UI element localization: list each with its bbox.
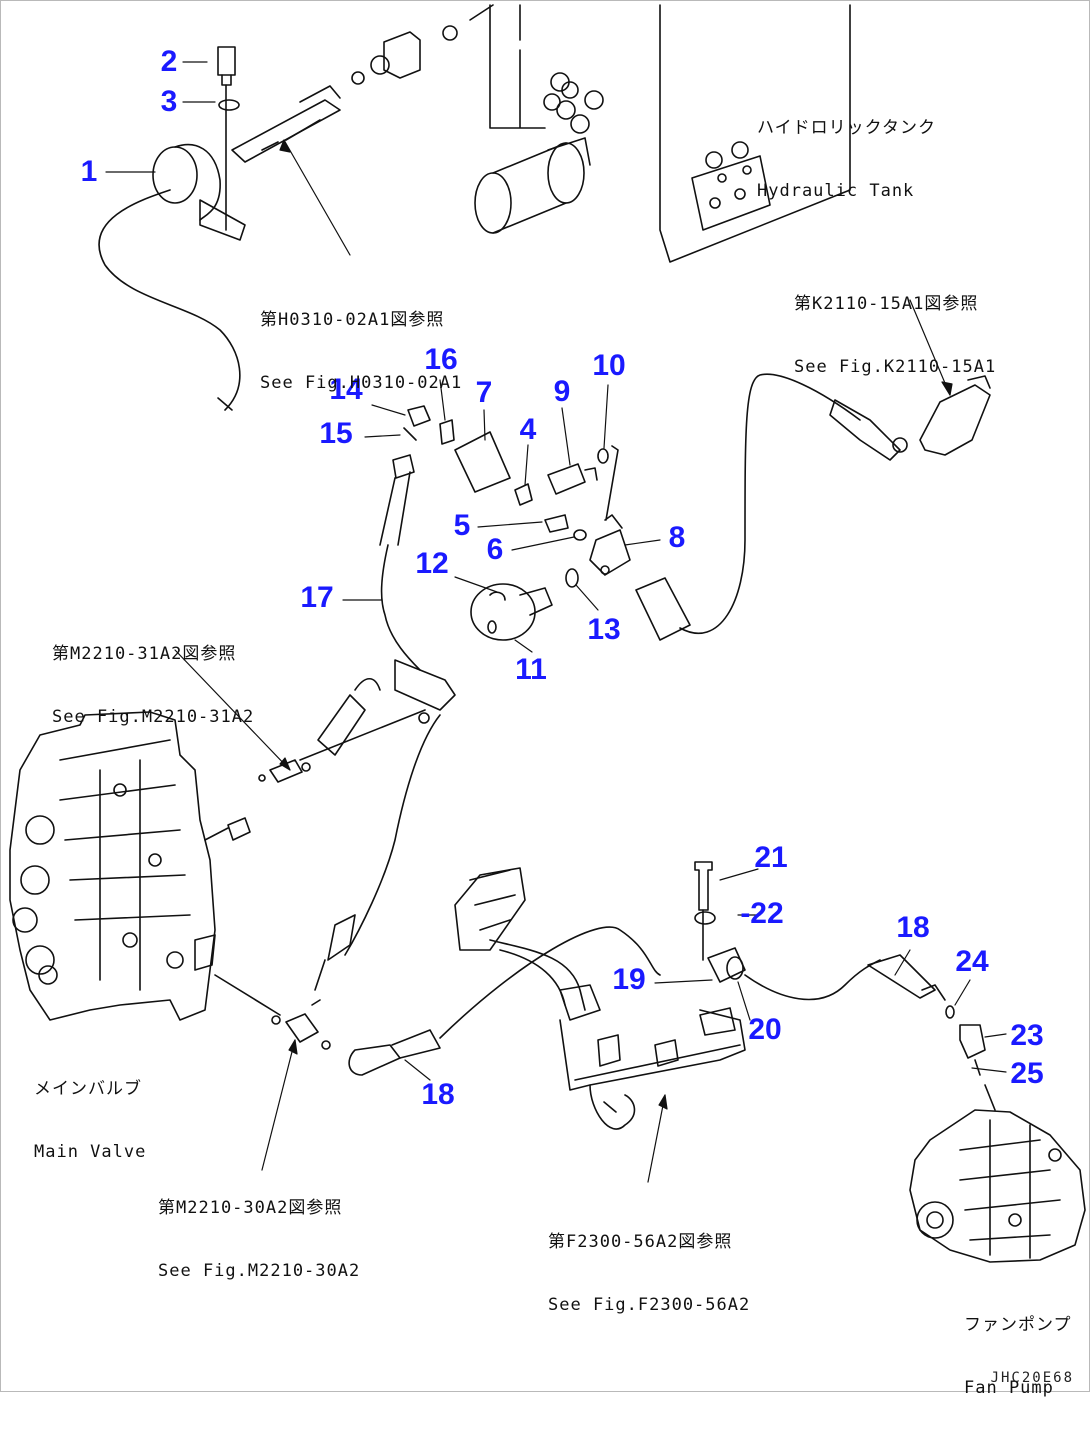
callout-18-left: 18 (421, 1078, 455, 1111)
main-valve (9, 711, 216, 1021)
callout-4: 4 (519, 413, 537, 446)
hose-top-left (98, 46, 341, 411)
callout-24: 24 (955, 945, 989, 978)
label-fig-m2210-30-jp: 第M2210-30A2図参照 (158, 1198, 343, 1218)
label-fig-f2300-en: See Fig.F2300-56A2 (548, 1295, 751, 1315)
callout-22: -22 (740, 897, 784, 930)
label-main-valve: メインバルブ Main Valve (34, 1037, 146, 1205)
callout-11: 11 (515, 653, 547, 686)
callout-10: 10 (592, 349, 626, 382)
label-fig-m2210-30: 第M2210-30A2図参照 See Fig.M2210-30A2 (158, 1156, 360, 1324)
callout-18-right: 18 (896, 911, 930, 944)
hose-18-right (744, 954, 986, 1076)
hose-18-left (348, 926, 661, 1076)
sensor-cluster (403, 373, 991, 641)
label-main-valve-en: Main Valve (34, 1142, 147, 1162)
callout-5: 5 (453, 509, 471, 542)
label-hydraulic-tank: ハイドロリックタンク Hydraulic Tank (757, 76, 936, 244)
drawing-code: JHC20E68 (990, 1370, 1074, 1386)
callout-9: 9 (553, 375, 571, 408)
callout-14: 14 (329, 373, 363, 406)
callout-21: 21 (754, 841, 788, 874)
label-hydraulic-tank-jp: ハイドロリックタンク (757, 118, 936, 138)
callout-16: 16 (424, 343, 458, 376)
callout-6: 6 (486, 533, 504, 566)
callout-15: 15 (319, 417, 353, 450)
label-fan-pump-jp: ファンポンプ (964, 1315, 1072, 1335)
label-fig-h03: 第H0310-02A1図参照 See Fig.H0310-02A1 (260, 268, 462, 436)
label-fig-m2210-31-en: See Fig.M2210-31A2 (52, 707, 255, 727)
callout-1: 1 (80, 155, 98, 188)
label-fig-f2300: 第F2300-56A2図参照 See Fig.F2300-56A2 (548, 1190, 750, 1358)
label-fig-h03-en: See Fig.H0310-02A1 (260, 373, 463, 393)
callout-2: 2 (160, 45, 178, 78)
line-drawing (9, 4, 1086, 1263)
callout-leaders (105, 61, 1007, 1183)
callout-3: 3 (160, 85, 178, 118)
label-fig-k21-jp: 第K2110-15A1図参照 (794, 294, 979, 314)
label-fig-f2300-jp: 第F2300-56A2図参照 (548, 1232, 733, 1252)
hose-17 (314, 454, 456, 991)
label-fig-h03-jp: 第H0310-02A1図参照 (260, 310, 445, 330)
callout-13: 13 (587, 613, 621, 646)
hydraulic-tank (351, 4, 851, 263)
fan-pump (909, 1084, 1086, 1263)
callout-7: 7 (475, 376, 493, 409)
pedal-bracket (454, 861, 746, 1130)
callout-17: 17 (300, 581, 334, 614)
label-fig-m2210-31-jp: 第M2210-31A2図参照 (52, 644, 237, 664)
label-fig-m2210-31: 第M2210-31A2図参照 See Fig.M2210-31A2 (52, 602, 254, 770)
label-fan-pump: ファンポンプ Fan Pump (964, 1273, 1072, 1441)
callout-12: 12 (415, 547, 449, 580)
label-main-valve-jp: メインバルブ (34, 1079, 142, 1099)
callout-8: 8 (668, 521, 686, 554)
valve-fittings (204, 677, 430, 1050)
label-fig-m2210-30-en: See Fig.M2210-30A2 (158, 1261, 361, 1281)
callout-23: 23 (1010, 1019, 1044, 1052)
label-fig-k21: 第K2110-15A1図参照 See Fig.K2110-15A1 (794, 252, 996, 420)
label-hydraulic-tank-en: Hydraulic Tank (757, 181, 915, 201)
callout-20: 20 (748, 1013, 782, 1046)
label-fig-k21-en: See Fig.K2110-15A1 (794, 357, 997, 377)
parts-diagram: 1 2 3 4 5 6 7 8 9 10 11 12 13 14 15 16 1… (0, 0, 1090, 1398)
callout-25: 25 (1010, 1057, 1044, 1090)
callout-19: 19 (612, 963, 646, 996)
